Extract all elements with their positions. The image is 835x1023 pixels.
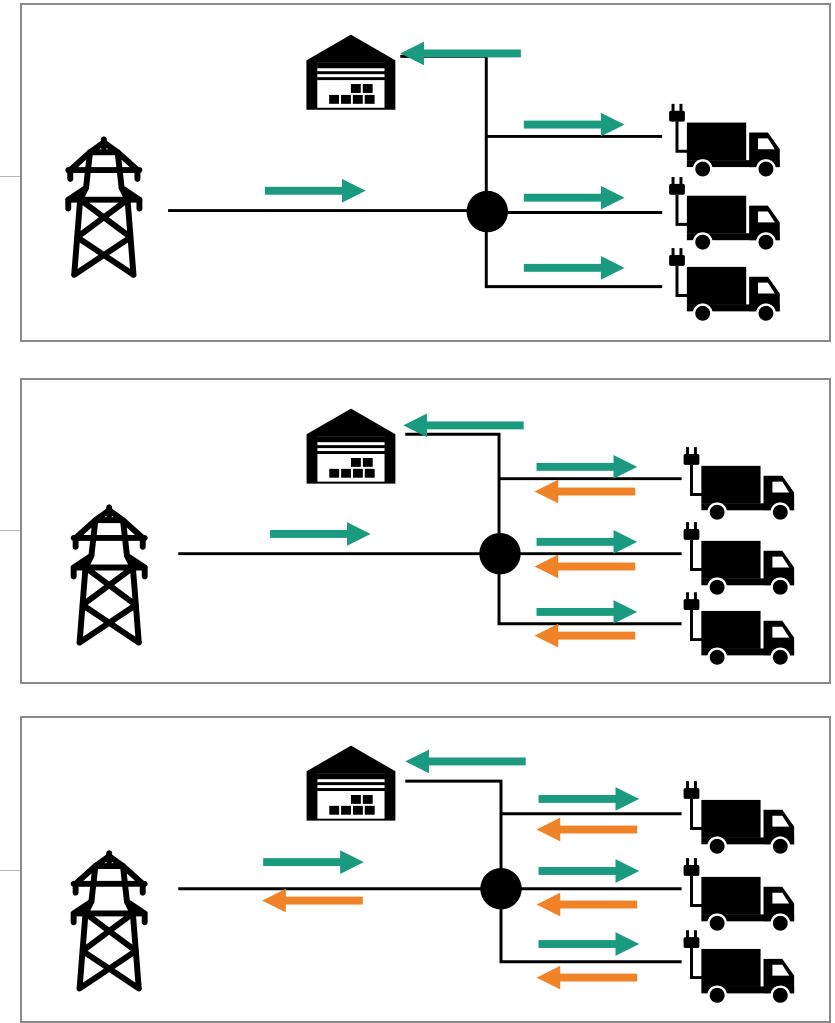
junction-node-icon [479, 532, 521, 575]
arrow-grid-forward [270, 522, 371, 546]
panel-1-diagram [22, 34, 782, 325]
arrow-warehouse-forward [405, 749, 526, 774]
arrow-truck-2-discharge [534, 554, 636, 579]
wire-network [178, 779, 682, 964]
arrow-truck-3-discharge [534, 623, 636, 648]
panel-2-edge-tick [0, 530, 22, 531]
electric-truck-icon [682, 520, 796, 599]
electric-truck-icon [682, 590, 796, 669]
arrow-truck-2-charge [536, 530, 638, 554]
panel-3-edge-tick [0, 870, 22, 871]
transmission-tower-icon [74, 507, 145, 642]
panel-full-bidirectional [20, 716, 831, 1023]
arrow-truck-3-charge [536, 600, 638, 624]
electric-truck-icon [682, 445, 796, 524]
arrow-truck-1-discharge [536, 817, 638, 842]
panel-bidirectional-trucks [20, 378, 831, 684]
arrow-grid-forward [263, 850, 364, 874]
warehouse-icon [306, 34, 396, 110]
arrow-truck-1-charge [536, 455, 638, 479]
panel-3-diagram [22, 745, 796, 1007]
arrow-grid-forward [264, 178, 366, 203]
warehouse-icon [306, 408, 396, 484]
arrow-truck-2-charge [523, 185, 625, 210]
wire-network [178, 432, 682, 626]
arrow-warehouse-forward [400, 41, 521, 66]
arrow-truck-3-discharge [536, 965, 638, 990]
electric-truck-icon [667, 175, 782, 254]
panel-grid-to-loads [20, 3, 831, 342]
panel-2-diagram [22, 408, 796, 669]
arrow-truck-3-charge [523, 256, 625, 280]
panel-1-edge-tick [0, 176, 22, 177]
electric-truck-icon [682, 856, 796, 935]
transmission-tower-icon [68, 139, 139, 274]
electric-truck-icon [682, 928, 796, 1007]
arrow-truck-3-charge [538, 932, 640, 956]
electric-truck-icon [667, 246, 782, 325]
electric-truck-icon [682, 779, 796, 858]
arrow-truck-1-charge [523, 112, 625, 137]
electric-truck-icon [667, 102, 782, 181]
arrow-grid-reverse [262, 888, 363, 913]
junction-node-icon [480, 868, 522, 910]
arrow-truck-2-charge [538, 859, 640, 883]
warehouse-icon [306, 745, 396, 821]
arrow-truck-2-discharge [536, 892, 638, 917]
arrow-truck-1-discharge [534, 479, 636, 504]
junction-node-icon [466, 190, 509, 233]
transmission-tower-icon [74, 853, 145, 988]
arrow-truck-1-charge [538, 787, 640, 811]
wire-network [168, 54, 663, 289]
